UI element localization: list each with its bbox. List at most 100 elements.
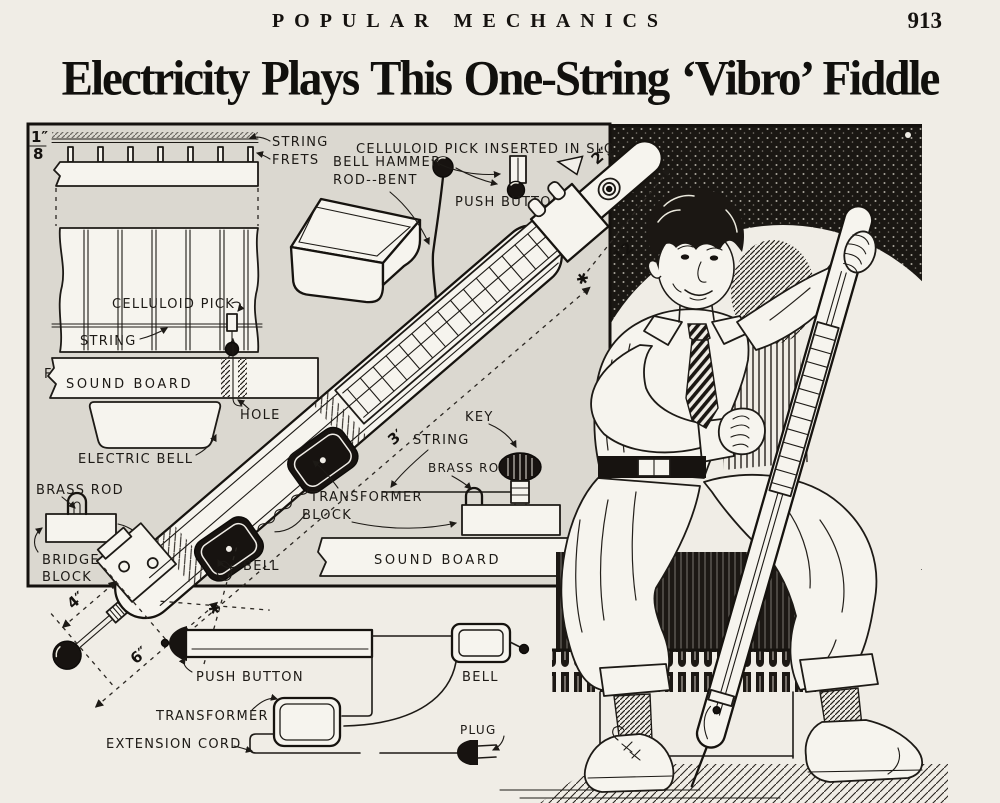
fret-pins <box>67 146 254 163</box>
box-lid-inner <box>298 206 412 257</box>
boy-illustration <box>499 188 948 803</box>
dim-tail-total: 6″ <box>127 643 152 668</box>
left-arm-sleeve <box>590 344 707 454</box>
fret-rail-bottom <box>363 245 563 418</box>
head-block <box>529 182 610 263</box>
hammer-ball <box>432 156 454 178</box>
right-boot-sole <box>807 747 923 775</box>
dim-fret-height-den: 8 <box>33 145 43 163</box>
string-top-arrow <box>248 132 271 142</box>
label-string-top: STRING <box>272 135 329 150</box>
inset-fretboard-side: 1″ 8 STRING FRETS <box>29 128 329 226</box>
hair-highlights <box>657 194 738 233</box>
hammer-rod <box>431 175 445 302</box>
pick-slot-arrow <box>431 159 502 179</box>
brass-rod-arrow <box>61 496 76 509</box>
white-arrow <box>556 155 584 176</box>
fiddle-bridge <box>707 688 736 707</box>
label-hole: HOLE <box>240 408 281 423</box>
tuning-peg-1 <box>527 198 547 218</box>
push-button-center <box>605 185 613 193</box>
bell-inner <box>458 629 504 657</box>
tail-knob-glint <box>55 646 61 658</box>
label-bell-hammer-2: ROD--BENT <box>333 173 418 188</box>
hole-hatch-right <box>238 359 247 397</box>
label-bell-bottom: BELL <box>462 670 499 685</box>
label-brass-rod-left: BRASS ROD <box>36 483 124 498</box>
fret-rungs <box>346 233 550 414</box>
wrap-band-2 <box>312 391 368 450</box>
brass-rod-u <box>464 486 484 508</box>
wire-button-to-transformer <box>341 651 373 717</box>
body-bridge-cap <box>96 526 133 560</box>
plug-body <box>457 740 478 765</box>
label-brass-rod-right: BRASS ROD <box>428 461 510 475</box>
frets-arrow <box>255 151 271 160</box>
article-title: Electricity Plays This One-String ‘Vibro… <box>61 51 941 107</box>
ear-left <box>647 260 662 279</box>
label-sound-board-mid: SOUND BOARD <box>66 377 193 392</box>
fiddle-frets <box>771 333 836 490</box>
label-bridge-line2: BLOCK <box>42 570 92 585</box>
mouth <box>684 289 713 297</box>
fiddle-tail-wire <box>703 705 712 740</box>
bell-b-transformer <box>287 426 359 494</box>
tail-rod2 <box>79 618 114 648</box>
wire-bell-to-transformer <box>343 661 457 727</box>
main-fiddle: 3′ <box>50 140 671 708</box>
push-button-bottom-arrow <box>178 657 193 673</box>
plug-arrow <box>492 735 505 751</box>
label-extension-cord: EXTENSION CORD <box>106 737 242 752</box>
ball-to-ball-arrow <box>455 167 499 187</box>
tail-rod <box>76 614 110 645</box>
key-collar <box>510 480 530 504</box>
box-side <box>381 218 422 287</box>
bridge-block-shape <box>45 513 117 543</box>
block-right-shape <box>461 504 561 536</box>
plug-prongs <box>477 744 497 759</box>
transformer-bottom-arrow <box>251 693 279 711</box>
label-bridge-line1: BRIDGE <box>42 553 100 568</box>
left-hand-grip <box>843 230 877 274</box>
string-right-arrow <box>390 449 429 488</box>
bell-clapper-ball <box>518 643 530 655</box>
push-button-cap <box>169 626 187 661</box>
pick-ball <box>224 341 240 357</box>
bell-clapper-arm <box>509 641 521 648</box>
bridge-arrow-left <box>33 527 43 553</box>
collar-left <box>643 315 683 346</box>
label-plug: PLUG <box>460 723 497 737</box>
fingerboard-bar <box>53 161 259 187</box>
right-cuff <box>799 653 879 693</box>
wiring-bell <box>450 622 512 664</box>
label-key: KEY <box>465 410 494 425</box>
chin-lines <box>672 283 707 301</box>
left-boot-bow <box>612 725 625 741</box>
wrap-band-1 <box>153 524 213 587</box>
neck-lines <box>678 305 715 323</box>
dim-2in-arrow <box>607 140 615 161</box>
hammer-ball-glint <box>436 157 446 162</box>
left-leg <box>560 477 701 691</box>
wiring-push-button-bar <box>184 628 374 659</box>
tuning-peg-2 <box>547 181 566 201</box>
label-transformer-mid: TRANSFORMER <box>309 490 423 505</box>
mid-labels: TRANSFORMER BELL <box>217 460 423 574</box>
push-button-tip <box>160 638 170 648</box>
wiring-squiggle <box>257 486 309 532</box>
label-string-mid: STRING <box>80 334 137 349</box>
label-transformer-bottom: TRANSFORMER <box>155 709 269 724</box>
dim-12in-line <box>581 167 671 279</box>
electric-bell-body <box>88 401 222 449</box>
tuning-key-detail: KEY STRING BRASS ROD BLOCK SOUND BOARD <box>302 410 573 577</box>
dim-fret-height-num: 1″ <box>31 128 48 146</box>
wiring-diagram: PUSH BUTTON BELL TRANSFORMER EXTENSION C… <box>106 622 530 765</box>
extension-cord-arrow <box>233 745 254 753</box>
bridge-screw-2 <box>146 557 159 569</box>
label-push-button-bottom: PUSH BUTTON <box>196 670 304 685</box>
magazine-masthead: POPULAR MECHANICS <box>271 10 669 32</box>
hole-hatch-left <box>221 359 230 397</box>
key-collar-lines <box>510 487 530 496</box>
fiddle-spike <box>690 742 710 788</box>
